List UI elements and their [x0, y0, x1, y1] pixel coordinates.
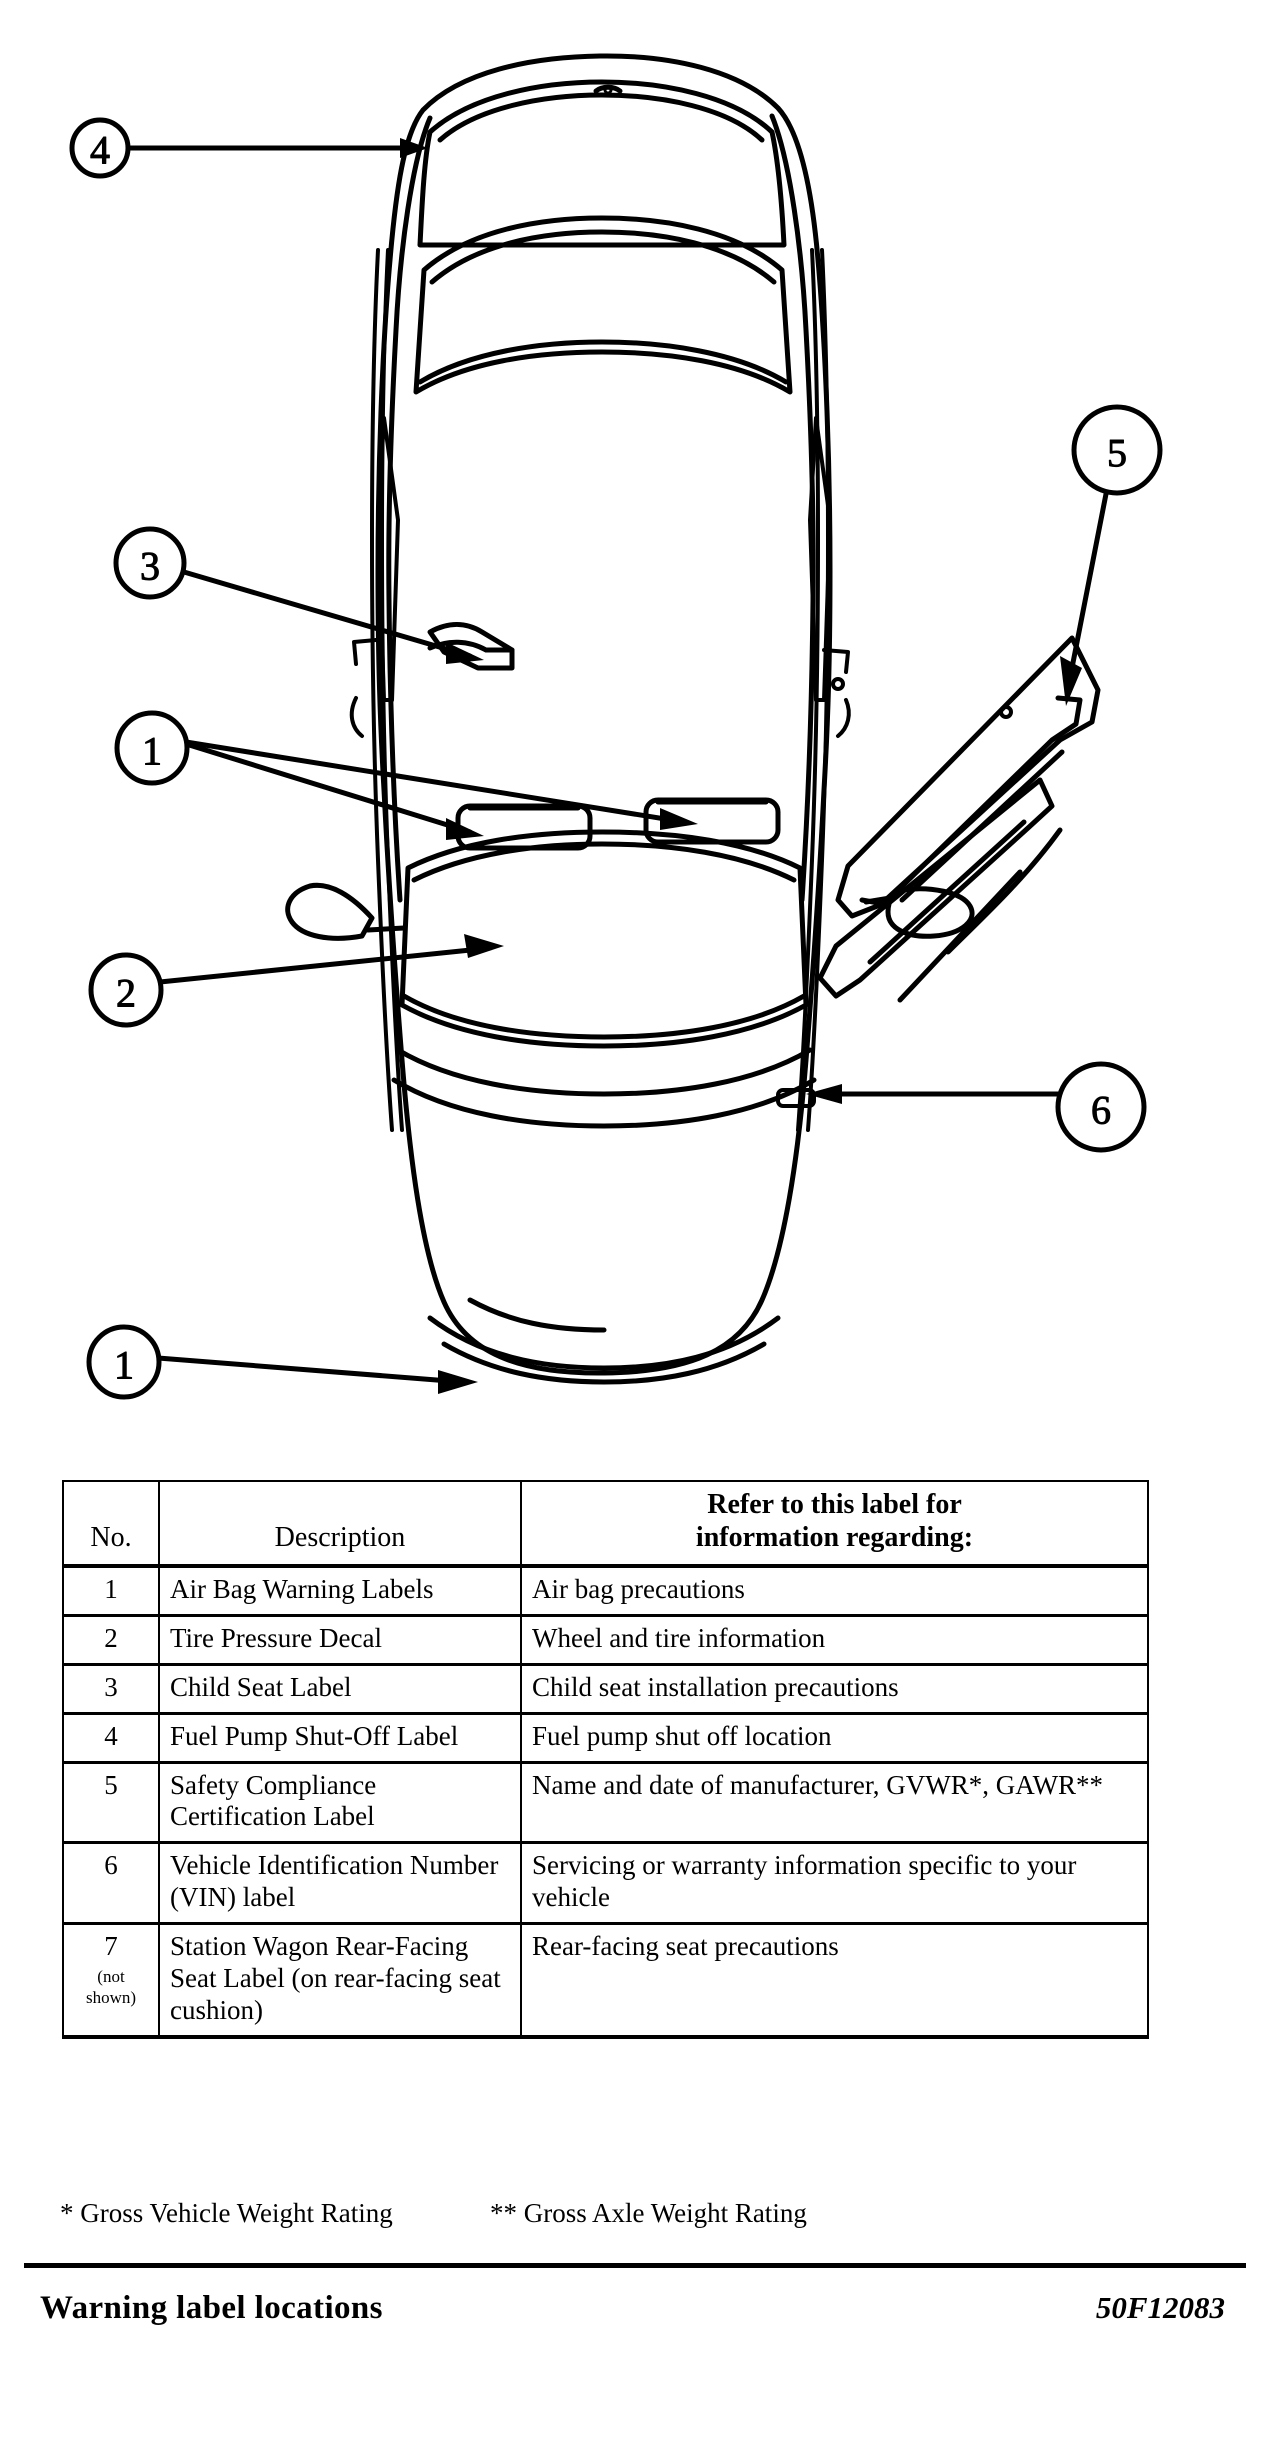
callout-3-label: 3	[140, 544, 160, 589]
row-number-value: 7	[104, 1930, 118, 1961]
callout-1-lower-circle	[86, 1324, 162, 1400]
table-row: 4 Fuel Pump Shut-Off Label Fuel pump shu…	[62, 1711, 1149, 1763]
row-refer: Rear-facing seat precautions	[520, 1921, 1149, 2039]
row-description: Fuel Pump Shut-Off Label	[158, 1711, 522, 1763]
table-header-row: No. Description Refer to this label for …	[62, 1479, 1149, 1569]
footnotes: * Gross Vehicle Weight Rating ** Gross Ax…	[60, 2198, 1150, 2229]
airbag-warning-label-right	[643, 797, 781, 845]
row-description: Safety Compliance Certification Label	[158, 1760, 522, 1844]
left-door-shutline	[370, 248, 404, 1132]
roof-panel	[413, 215, 793, 395]
row-refer: Servicing or warranty information specif…	[520, 1841, 1149, 1925]
table-row: 6 Vehicle Identification Number (VIN) la…	[62, 1841, 1149, 1925]
table-row: 7 (not shown) Station Wagon Rear-Facing …	[62, 1921, 1149, 2039]
hood	[391, 1047, 817, 1129]
callout-1-lower-leader	[155, 1355, 478, 1394]
windshield	[399, 829, 809, 1049]
row-number: 4	[62, 1711, 160, 1763]
header-refer-line1: Refer to this label for	[707, 1489, 962, 1520]
row-number: 5	[62, 1760, 160, 1844]
left-side-mirror	[285, 882, 407, 941]
table-row: 1 Air Bag Warning Labels Air bag precaut…	[62, 1564, 1149, 1617]
footnote-gawr: ** Gross Axle Weight Rating	[490, 2198, 807, 2228]
header-refer-line2: information regarding:	[695, 1522, 974, 1554]
row-refer: Wheel and tire information	[520, 1613, 1149, 1666]
callout-3-circle	[113, 526, 187, 600]
table-row: 2 Tire Pressure Decal Wheel and tire inf…	[62, 1613, 1149, 1666]
door-detail-dots	[831, 677, 845, 691]
callout-5-label: 5	[1107, 431, 1127, 476]
row-description: Station Wagon Rear-Facing Seat Label (on…	[158, 1921, 522, 2039]
row-number: 1	[62, 1564, 160, 1617]
figure-code: 50F12083	[1095, 2290, 1225, 2325]
callout-6-leader	[806, 1084, 1061, 1104]
header-description: Description	[158, 1479, 522, 1569]
row-number: 6	[62, 1841, 160, 1925]
horizontal-rule	[24, 2263, 1246, 2268]
footnote-gvwr: * Gross Vehicle Weight Rating	[60, 2198, 393, 2228]
right-body-detail	[822, 648, 851, 738]
row-number: 2	[62, 1613, 160, 1666]
callout-3-leader	[181, 569, 484, 664]
figure-caption-row: Warning label locations 50F12083	[40, 2290, 1225, 2340]
row-description: Tire Pressure Decal	[158, 1613, 522, 1666]
figure-caption: Warning label locations	[40, 2290, 383, 2326]
callout-2-circle	[88, 952, 164, 1028]
row-refer: Air bag precautions	[520, 1564, 1149, 1617]
callout-1-upper-label: 1	[142, 729, 162, 774]
header-no: No.	[62, 1479, 160, 1569]
vehicle-diagram: 4 5 3	[69, 53, 1163, 1400]
callout-5-circle	[1071, 404, 1163, 496]
callout-2-label: 2	[116, 971, 136, 1016]
header-refer: Refer to this label for information rega…	[520, 1479, 1149, 1569]
front-bumper	[427, 1297, 781, 1385]
vin-label-plate	[776, 1088, 816, 1108]
callout-6-circle	[1055, 1061, 1147, 1153]
row-refer: Fuel pump shut off location	[520, 1711, 1149, 1763]
callout-4-label: 4	[90, 128, 110, 173]
warning-label-table: No. Description Refer to this label for …	[62, 1479, 1149, 2039]
table-row: 3 Child Seat Label Child seat installati…	[62, 1662, 1149, 1715]
vehicle-top-view-illustration: 4 5 3	[69, 53, 1163, 1400]
row-number-note: (not shown)	[85, 1966, 137, 2008]
right-door-shutline	[796, 248, 832, 1132]
row-number: 3	[62, 1662, 160, 1715]
table-row: 5 Safety Compliance Certification Label …	[62, 1760, 1149, 1844]
row-description: Vehicle Identification Number (VIN) labe…	[158, 1841, 522, 1925]
callout-4-circle	[69, 117, 131, 179]
row-number: 7 (not shown)	[62, 1921, 160, 2039]
row-description: Child Seat Label	[158, 1662, 522, 1715]
row-refer: Name and date of manufacturer, GVWR*, GA…	[520, 1760, 1149, 1844]
callout-6-label: 6	[1091, 1088, 1111, 1133]
callout-1-upper-circle	[114, 710, 190, 786]
left-body-detail	[349, 638, 378, 738]
callout-1-lower-label: 1	[114, 1343, 134, 1388]
right-side-mirror	[859, 886, 975, 939]
rear-window	[417, 79, 787, 248]
row-description: Air Bag Warning Labels	[158, 1564, 522, 1617]
callout-2-leader	[157, 934, 504, 985]
callout-4-leader	[125, 138, 428, 158]
callout-1-upper-leader	[183, 739, 698, 840]
callout-5-leader	[1060, 491, 1109, 706]
row-refer: Child seat installation precautions	[520, 1662, 1149, 1715]
